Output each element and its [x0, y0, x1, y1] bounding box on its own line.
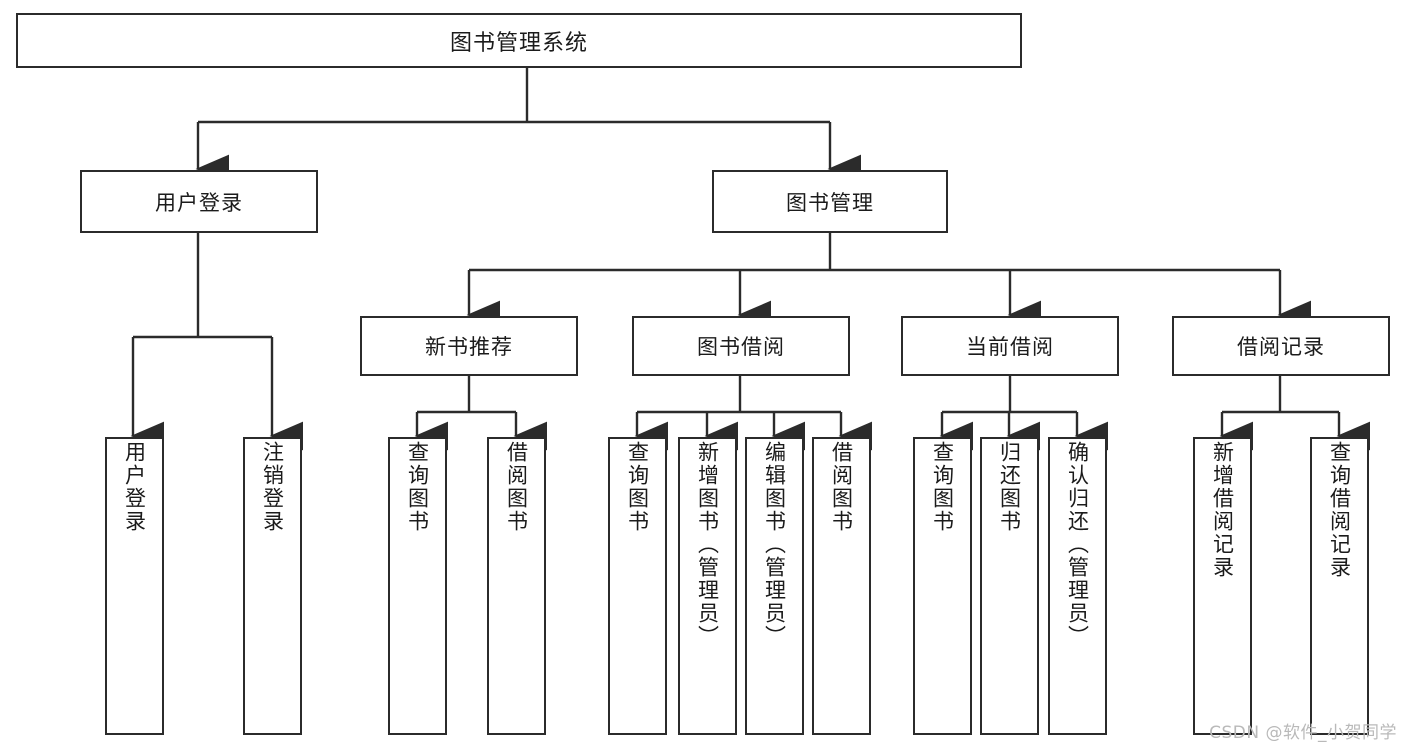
node-label: 查询图书: [405, 441, 430, 533]
node-leaf-5[interactable]: 新增图书（管理员）: [678, 437, 737, 735]
node-leaf-8[interactable]: 查询图书: [913, 437, 972, 735]
node-label: 新书推荐: [425, 335, 513, 359]
node-leaf-10[interactable]: 确认归还（管理员）: [1048, 437, 1107, 735]
node-label: 确认归还（管理员）: [1065, 441, 1090, 648]
node-leaf-4[interactable]: 查询图书: [608, 437, 667, 735]
node-level3-3[interactable]: 借阅记录: [1172, 316, 1390, 376]
node-label: 当前借阅: [966, 335, 1054, 359]
node-leaf-7[interactable]: 借阅图书: [812, 437, 871, 735]
node-label: 用户登录: [155, 190, 243, 215]
node-level2-1[interactable]: 图书管理: [712, 170, 948, 233]
node-leaf-3[interactable]: 借阅图书: [487, 437, 546, 735]
node-leaf-2[interactable]: 查询图书: [388, 437, 447, 735]
node-label: 新增借阅记录: [1210, 441, 1235, 579]
node-leaf-0[interactable]: 用户登录: [105, 437, 164, 735]
node-label: 注销登录: [260, 441, 285, 533]
node-label: 用户登录: [122, 441, 147, 533]
node-label: 归还图书: [997, 441, 1022, 533]
node-label: 图书借阅: [697, 335, 785, 359]
csdn-watermark: CSDN @软件_小贺同学: [1209, 723, 1397, 743]
node-leaf-9[interactable]: 归还图书: [980, 437, 1039, 735]
node-leaf-12[interactable]: 查询借阅记录: [1310, 437, 1369, 735]
node-level2-0[interactable]: 用户登录: [80, 170, 318, 233]
node-label: 借阅记录: [1237, 335, 1325, 359]
node-leaf-11[interactable]: 新增借阅记录: [1193, 437, 1252, 735]
node-label: 查询借阅记录: [1327, 441, 1352, 579]
node-label: 查询图书: [930, 441, 955, 533]
node-level3-1[interactable]: 图书借阅: [632, 316, 850, 376]
node-label: 新增图书（管理员）: [695, 441, 720, 648]
node-label: 图书管理系统: [449, 30, 588, 56]
node-label: 借阅图书: [504, 441, 529, 533]
node-level3-0[interactable]: 新书推荐: [360, 316, 578, 376]
node-leaf-6[interactable]: 编辑图书（管理员）: [745, 437, 804, 735]
node-leaf-1[interactable]: 注销登录: [243, 437, 302, 735]
node-label: 图书管理: [786, 190, 874, 215]
node-level3-2[interactable]: 当前借阅: [901, 316, 1119, 376]
node-root-book-management-system[interactable]: 图书管理系统: [16, 13, 1022, 68]
node-label: 编辑图书（管理员）: [762, 441, 787, 648]
node-label: 借阅图书: [829, 441, 854, 533]
node-label: 查询图书: [625, 441, 650, 533]
